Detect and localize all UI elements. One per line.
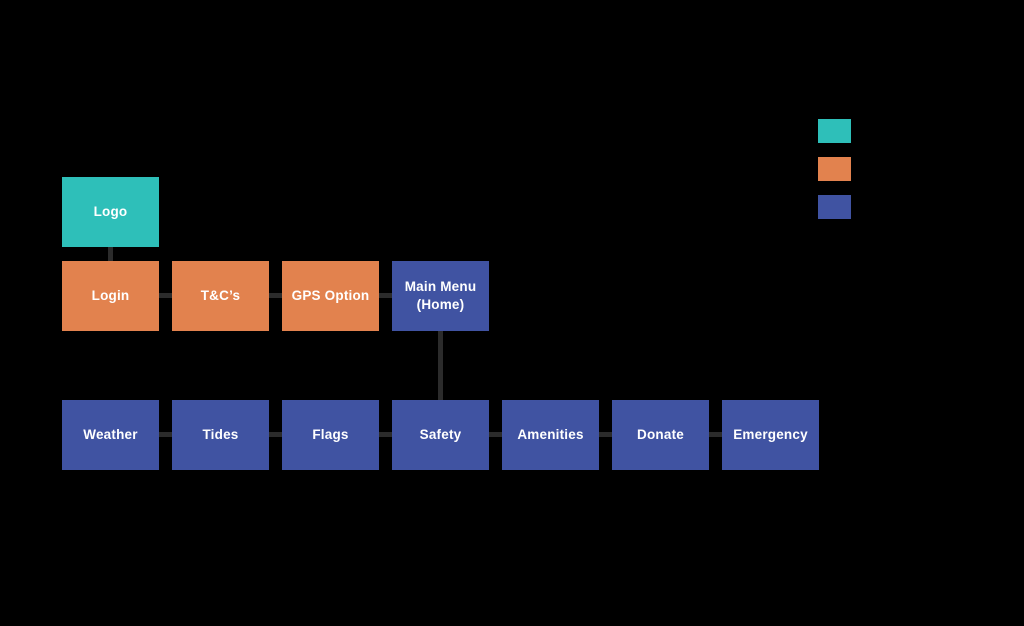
node-donate: Donate — [612, 400, 709, 470]
node-login: Login — [62, 261, 159, 331]
connector-gps-mainmenu — [379, 293, 392, 298]
connector-weather-tides — [159, 432, 172, 437]
connector-login-tcs — [159, 293, 172, 298]
node-safety: Safety — [392, 400, 489, 470]
legend-swatch-blue — [818, 195, 851, 219]
node-main-menu: Main Menu (Home) — [392, 261, 489, 331]
connector-tides-flags — [269, 432, 282, 437]
connector-tcs-gps — [269, 293, 282, 298]
connector-mainmenu-safety — [438, 331, 443, 400]
connector-safety-amenities — [489, 432, 502, 437]
node-emergency: Emergency — [722, 400, 819, 470]
node-weather: Weather — [62, 400, 159, 470]
connector-flags-safety — [379, 432, 392, 437]
connector-donate-emergency — [709, 432, 722, 437]
node-flags: Flags — [282, 400, 379, 470]
node-gps-option: GPS Option — [282, 261, 379, 331]
node-tides: Tides — [172, 400, 269, 470]
legend-swatch-teal — [818, 119, 851, 143]
node-logo: Logo — [62, 177, 159, 247]
node-tcs: T&C’s — [172, 261, 269, 331]
connector-logo-login — [108, 247, 113, 261]
connector-amenities-donate — [599, 432, 612, 437]
legend-swatch-orange — [818, 157, 851, 181]
node-amenities: Amenities — [502, 400, 599, 470]
